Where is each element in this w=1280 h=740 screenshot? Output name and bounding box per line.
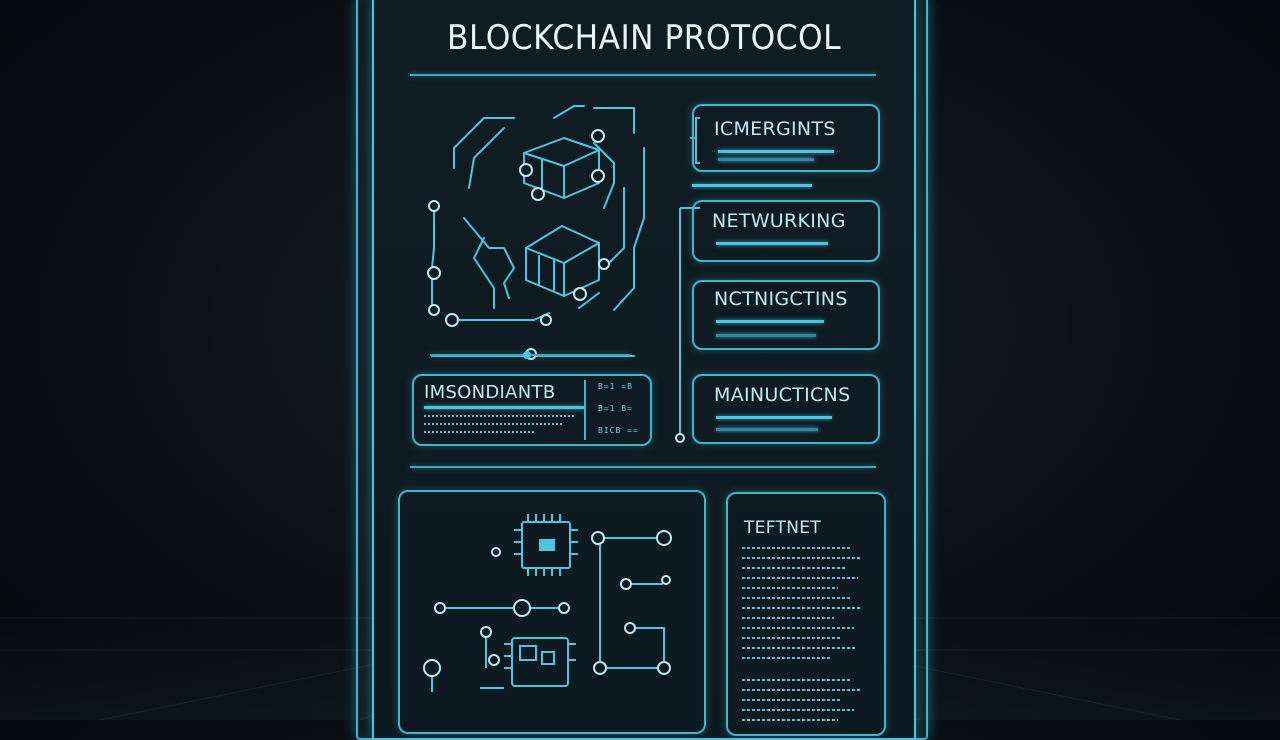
module-label-1: ICMERGINTS <box>714 118 836 140</box>
timeline-node <box>523 351 531 359</box>
info-box-label: IMSONDIANTB <box>424 382 556 403</box>
module-bar-3a <box>716 320 824 323</box>
page-title: BLOCKCHAIN PROTOCOL <box>447 18 841 58</box>
module-bar-4b <box>716 428 818 431</box>
module-bar-4a <box>716 416 832 419</box>
module-box-3[interactable]: NCTNIGCTINS <box>692 280 880 350</box>
module-box-2[interactable]: NETWURKING <box>692 200 880 262</box>
module-bar-1a <box>718 150 834 153</box>
doc-panel-label: TEFTNET <box>744 518 821 538</box>
module-label-2: NETWURKING <box>712 210 846 232</box>
info-box-divider <box>584 380 586 440</box>
module-separator-bar <box>692 184 812 187</box>
module-box-1[interactable]: ICMERGINTS <box>692 104 880 172</box>
protocol-panel: BLOCKCHAIN PROTOCOL <box>372 0 916 740</box>
info-box-underline <box>424 406 584 409</box>
module-label-3: NCTNIGCTINS <box>714 288 848 310</box>
module-bar-2 <box>716 242 828 245</box>
doc-text-lines <box>742 547 862 721</box>
module-label-4: MAINUCTICNS <box>714 384 851 406</box>
info-code-3: BICB == <box>598 426 639 435</box>
module-bar-1b <box>718 158 814 161</box>
section-divider <box>410 466 876 468</box>
chip-circuit-box[interactable] <box>398 490 706 734</box>
block-circuit-diagram <box>427 105 645 360</box>
module-box-4[interactable]: MAINUCTICNS <box>692 374 880 444</box>
info-box[interactable]: IMSONDIANTB B=1 =B B=1 B= BICB == <box>412 374 652 446</box>
info-box-text-lines <box>424 415 574 433</box>
chip-circuit-diagram <box>423 514 672 692</box>
title-divider <box>410 74 876 76</box>
info-code-1: B=1 =B <box>598 382 633 391</box>
module-bar-3b <box>716 334 816 337</box>
doc-panel[interactable]: TEFTNET <box>726 492 886 736</box>
info-code-2: B=1 B= <box>598 404 633 413</box>
